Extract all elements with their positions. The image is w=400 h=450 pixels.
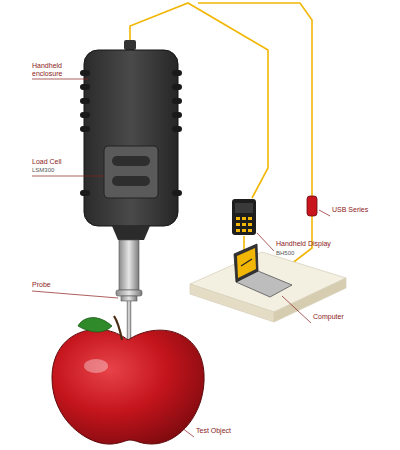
model-number: LSM300 bbox=[32, 167, 54, 174]
callout-label: Computer bbox=[313, 313, 344, 321]
usb-interface bbox=[307, 196, 317, 216]
handheld-display bbox=[232, 199, 256, 235]
callout-label: Test Object bbox=[196, 427, 231, 435]
leader-line bbox=[32, 79, 330, 437]
apple bbox=[52, 316, 204, 444]
desk-slab bbox=[190, 252, 346, 322]
callout-label: Handheld enclosure bbox=[32, 62, 66, 78]
handheld-enclosure bbox=[80, 40, 182, 240]
callout-label: Probe bbox=[32, 281, 51, 289]
callout-label: Load Cell bbox=[32, 158, 62, 166]
callout-label: USB Series bbox=[332, 206, 368, 214]
callout-label: Handheld Display bbox=[276, 240, 331, 248]
model-number: BH500 bbox=[276, 250, 294, 257]
